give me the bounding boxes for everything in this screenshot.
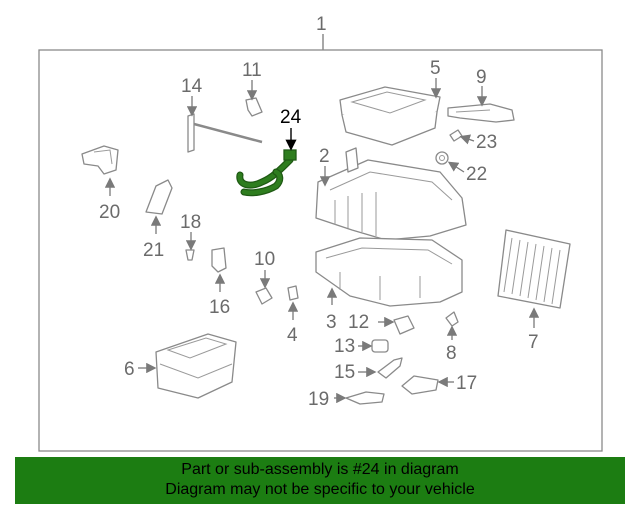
part-7-heater-core[interactable]: 7 bbox=[497, 229, 571, 353]
part-12-lever[interactable]: 12 bbox=[348, 312, 415, 335]
part-10-clip[interactable]: 10 bbox=[254, 249, 275, 305]
part-15-link[interactable]: 15 bbox=[334, 357, 403, 383]
callout-19: 19 bbox=[308, 389, 329, 410]
part-5-cover[interactable]: 5 bbox=[339, 58, 442, 146]
callout-14: 14 bbox=[181, 76, 203, 97]
part-16-actuator[interactable]: 16 bbox=[209, 247, 230, 318]
part-23-clip[interactable]: 23 bbox=[449, 129, 497, 153]
part-19-link[interactable]: 19 bbox=[308, 389, 385, 410]
callout-13: 13 bbox=[334, 336, 355, 357]
callout-8: 8 bbox=[446, 343, 457, 364]
part-9-duct[interactable]: 9 bbox=[447, 67, 515, 123]
callout-9: 9 bbox=[476, 67, 487, 88]
callout-17: 17 bbox=[456, 373, 477, 394]
callout-22: 22 bbox=[466, 164, 487, 185]
banner-line-2: Diagram may not be specific to your vehi… bbox=[165, 481, 475, 498]
callout-5: 5 bbox=[430, 58, 441, 79]
part-20-bracket[interactable]: 20 bbox=[81, 145, 120, 223]
part-8-sensor[interactable]: 8 bbox=[445, 311, 459, 364]
part-13-grommet[interactable]: 13 bbox=[334, 336, 389, 357]
info-banner: Part or sub-assembly is #24 in diagram D… bbox=[15, 457, 625, 504]
callout-12: 12 bbox=[348, 312, 369, 333]
callout-16: 16 bbox=[209, 297, 230, 318]
callout-20: 20 bbox=[99, 202, 120, 223]
part-17-lever[interactable]: 17 bbox=[401, 373, 477, 395]
callout-24: 24 bbox=[280, 107, 302, 128]
part-14-rod[interactable]: 14 bbox=[181, 76, 263, 153]
part-6-housing[interactable]: 6 bbox=[124, 333, 237, 399]
callout-10: 10 bbox=[254, 249, 275, 270]
part-21-link[interactable]: 21 bbox=[143, 179, 173, 261]
callout-21: 21 bbox=[143, 240, 164, 261]
callout-2: 2 bbox=[319, 146, 330, 167]
part-3-lower-case[interactable]: 3 bbox=[315, 237, 463, 333]
banner-line-1: Part or sub-assembly is #24 in diagram bbox=[181, 461, 459, 478]
callout-18: 18 bbox=[180, 212, 201, 233]
part-4-clip[interactable]: 4 bbox=[287, 285, 299, 346]
callout-4: 4 bbox=[287, 325, 298, 346]
part-2-upper-case[interactable]: 2 bbox=[315, 146, 467, 241]
callout-23: 23 bbox=[476, 132, 497, 153]
callout-7: 7 bbox=[528, 332, 539, 353]
part-18-pin[interactable]: 18 bbox=[180, 212, 201, 261]
callout-11: 11 bbox=[242, 60, 262, 81]
callout-1[interactable]: 1 bbox=[316, 14, 327, 35]
part-22-grommet[interactable]: 22 bbox=[435, 151, 487, 185]
callout-15: 15 bbox=[334, 362, 355, 383]
callout-3: 3 bbox=[326, 312, 337, 333]
part-11-actuator[interactable]: 11 bbox=[242, 60, 263, 117]
callout-6: 6 bbox=[124, 359, 135, 380]
part-24-highlighted-hose[interactable]: 24 bbox=[236, 107, 302, 197]
